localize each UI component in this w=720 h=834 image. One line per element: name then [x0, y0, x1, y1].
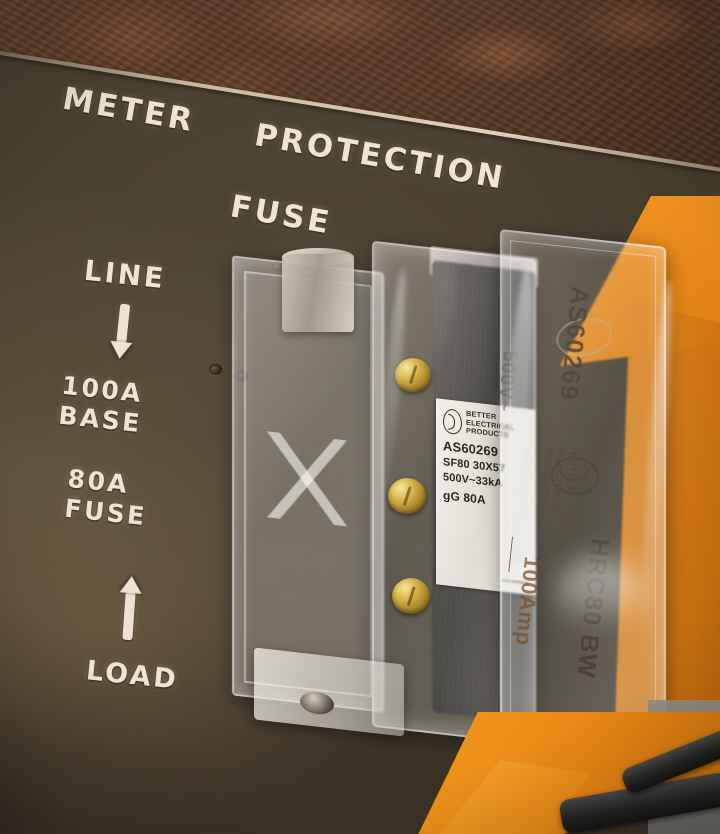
brass-terminal-screw[interactable] — [392, 578, 430, 614]
brass-terminal-screw[interactable] — [395, 358, 431, 392]
metal-stud — [282, 254, 354, 332]
brass-terminal-screw[interactable] — [388, 478, 426, 514]
label-base-rating: 100A BASE — [57, 371, 146, 438]
label-fuse-rating: 80A FUSE — [63, 464, 151, 531]
mounting-hole — [209, 364, 222, 375]
cover-brand-text: BETTER ELECTRICAL PRODUCTS — [535, 448, 578, 517]
better-electrical-logo-icon — [443, 407, 462, 435]
